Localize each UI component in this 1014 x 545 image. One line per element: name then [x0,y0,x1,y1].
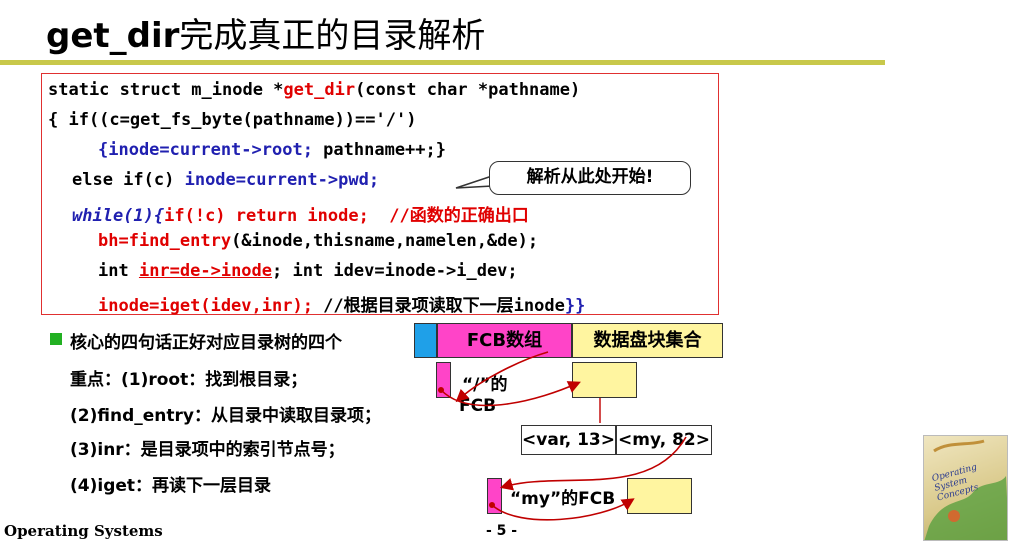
code-line-8: inode=iget(idev,inr); //根据目录项读取下一层inode}… [98,296,586,316]
bullet-text-3: (2)find_entry：从目录中读取目录项； [70,406,381,426]
my-fcb-label: “my”的FCB [510,489,616,509]
superblock-cell [414,323,437,358]
dinosaur-illustration [924,439,1007,540]
bullet-marker [50,333,62,345]
arrow-my-fcb-to-data [491,498,635,521]
data-blocks-cell: 数据盘块集合 [572,323,723,358]
dir-entry-my: <my, 82> [616,425,712,455]
my-data-block [627,478,692,514]
fcb-array-cell: FCB数组 [437,323,572,358]
code-line-2: { if((c=get_fs_byte(pathname))=='/') [48,110,417,130]
code-line-5: while(1){if(!c) return inode; //函数的正确出口 [72,206,529,226]
footer-course: Operating Systems [4,522,163,540]
root-data-block [572,362,637,398]
bullet-text-1: 核心的四句话正好对应目录树的四个 [70,333,342,353]
code-line-1: static struct m_inode *get_dir(const cha… [48,80,581,100]
page-title: get_dir完成真正的目录解析 [46,16,486,56]
code-line-4: else if(c) inode=current->pwd; [72,170,380,190]
code-line-3: {inode=current->root; pathname++;} [98,140,446,160]
bullet-text-5: (4)iget：再读下一层目录 [70,476,272,496]
code-line-6: bh=find_entry(&inode,thisname,namelen,&d… [98,231,539,251]
code-box [41,73,719,315]
arrow-root-fcb-to-data [440,381,581,407]
page-number: - 5 - [486,523,518,539]
callout-note: 解析从此处开始! [489,161,691,195]
arrow-entry-to-my-fcb [499,436,687,491]
arrow-fcb-array-to-root-fcb [455,351,549,403]
bullet-text-4: (3)inr：是目录项中的索引节点号； [70,440,345,460]
root-fcb-label-1: “/”的 [462,375,508,395]
bullet-text-2: 重点：(1)root：找到根目录； [70,370,308,390]
code-line-7: int inr=de->inode; int idev=inode->i_dev… [98,261,518,281]
title-rule [0,60,885,65]
dir-entry-var: <var, 13> [521,425,616,455]
